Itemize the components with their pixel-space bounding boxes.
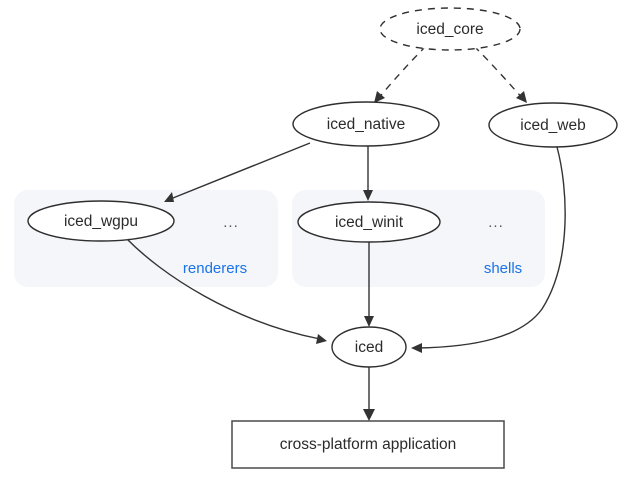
node-iced-core-shape[interactable] [379,7,521,51]
edge-iced-to-app [363,367,375,421]
cluster-shells-label: shells [484,260,522,277]
edge-core-to-native-line [376,45,427,101]
node-cross-platform-application[interactable]: cross-platform application [231,420,505,469]
node-iced[interactable]: iced [331,326,407,368]
edge-web-to-iced-arrowhead [411,343,422,353]
node-iced-web[interactable]: iced_web [488,102,618,148]
cluster-shells-ellipsis: ... [488,214,504,231]
node-cross-platform-application-shape[interactable] [231,420,505,469]
edge-wgpu-to-iced-arrowhead [316,334,327,344]
node-iced-native[interactable]: iced_native [292,101,440,147]
node-iced-wgpu-shape[interactable] [27,200,175,242]
edge-winit-to-iced [364,242,374,327]
edge-native-to-winit [363,146,373,201]
node-iced-winit-label: iced_winit [335,214,404,231]
edge-native-to-wgpu [164,142,311,202]
edge-core-to-web-line [473,45,525,101]
cluster-renderers-ellipsis: ... [223,214,239,231]
edge-core-to-web-arrowhead [516,91,527,103]
node-iced-web-label: iced_web [520,117,586,134]
cluster-renderers-label: renderers [183,260,247,277]
edge-core-to-web [473,45,527,103]
node-iced-core[interactable]: iced_core [379,7,521,51]
node-iced-wgpu-label: iced_wgpu [64,213,138,230]
node-iced-core-label: iced_core [416,21,483,38]
edge-web-to-iced [411,146,566,353]
edge-winit-to-iced-arrowhead [364,316,374,327]
edge-iced-to-app-arrowhead [363,409,375,421]
edge-web-to-iced-line [417,146,566,349]
node-iced-shape[interactable] [331,326,407,368]
node-iced-wgpu[interactable]: iced_wgpu [27,200,175,242]
node-iced-native-shape[interactable] [292,101,440,147]
node-iced-label: iced [355,339,383,356]
edge-wgpu-to-iced-line [125,237,321,340]
edge-wgpu-to-iced [125,237,327,344]
edge-native-to-winit-arrowhead [363,190,373,201]
node-iced-winit[interactable]: iced_winit [297,201,441,243]
node-cross-platform-application-label: cross-platform application [280,436,457,453]
edge-core-to-native-arrowhead [374,91,385,103]
node-iced-winit-shape[interactable] [297,201,441,243]
edge-core-to-native [374,45,427,103]
node-iced-native-label: iced_native [327,116,405,133]
node-iced-web-shape[interactable] [488,102,618,148]
edge-native-to-wgpu-arrowhead [164,192,174,202]
edge-native-to-wgpu-line [167,142,311,201]
